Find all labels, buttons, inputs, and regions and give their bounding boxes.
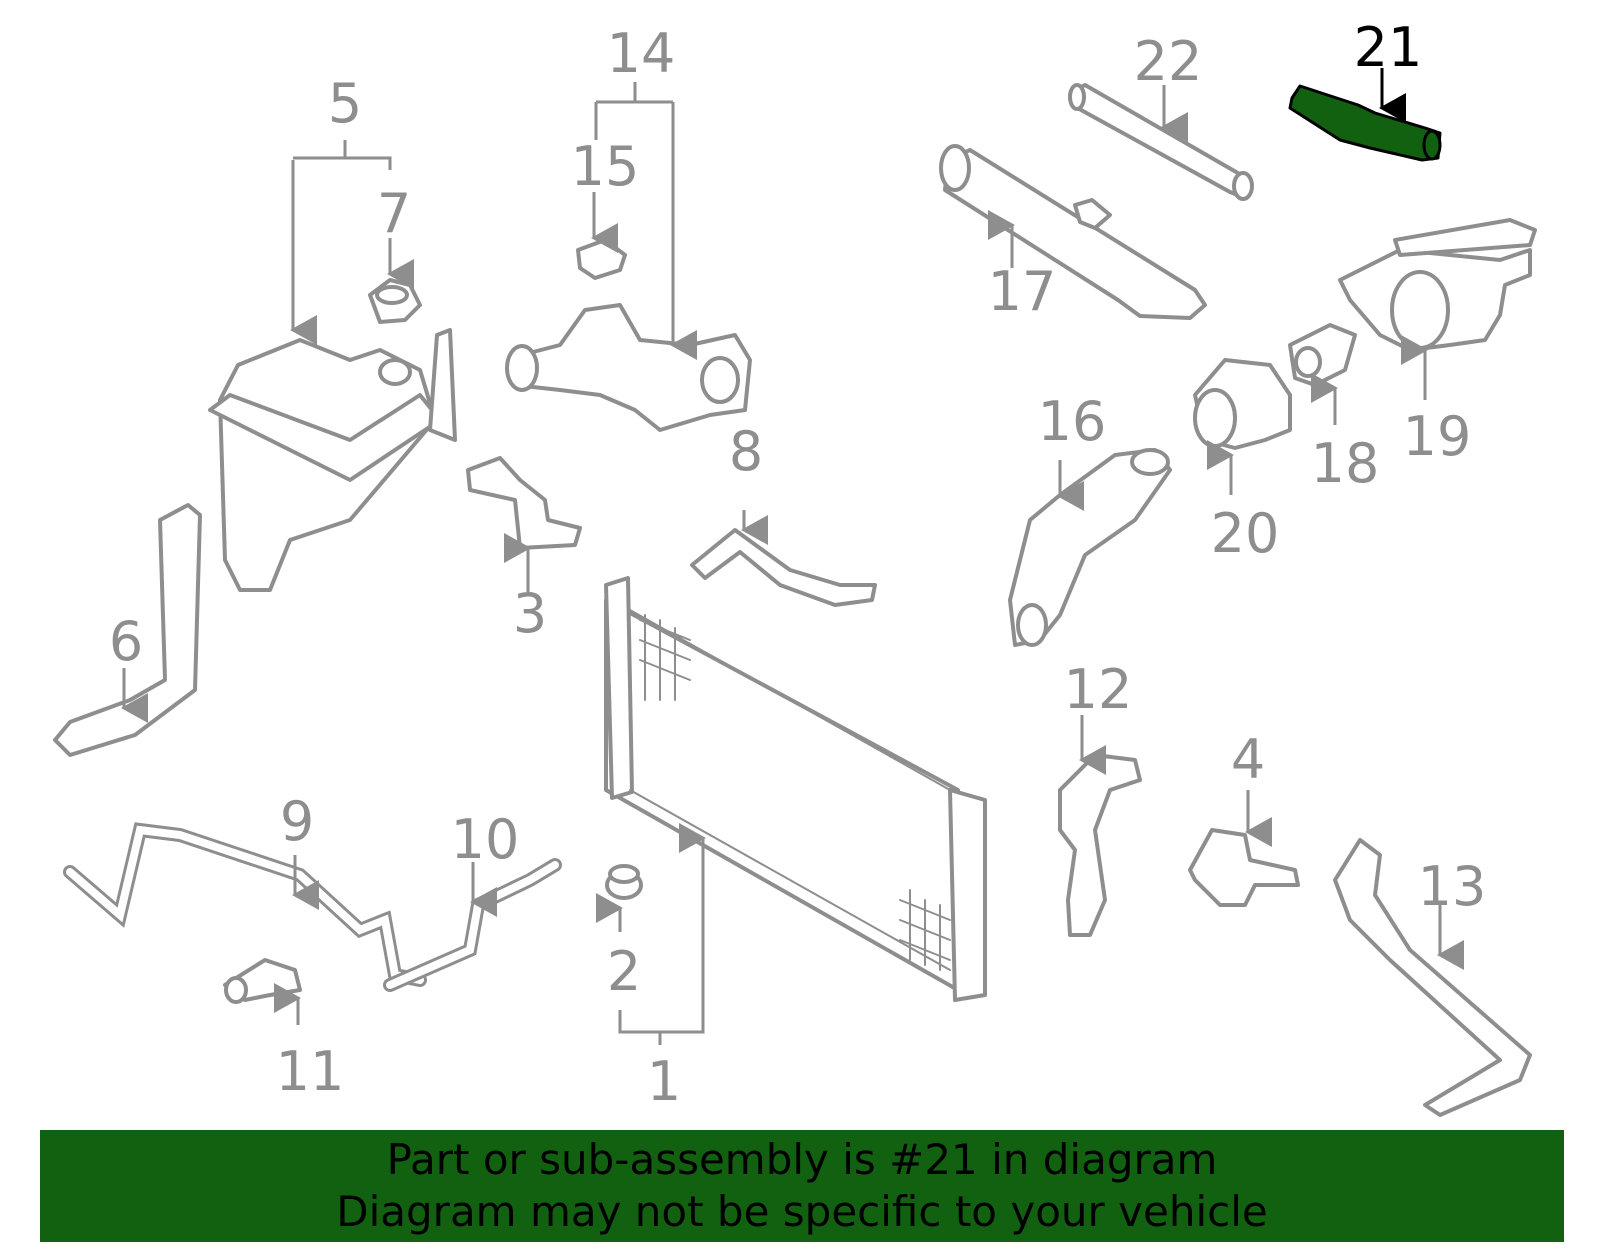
callout-5: 5: [328, 72, 362, 135]
part-17-pipe: [939, 144, 1207, 320]
callout-1: 1: [647, 1050, 681, 1113]
callout-11: 11: [276, 1040, 345, 1103]
part-16-pipe: [1008, 448, 1172, 647]
part-21-hose-highlighted: [1288, 84, 1442, 162]
part-1-radiator: [604, 576, 987, 1002]
callout-18: 18: [1311, 432, 1380, 495]
callout-14: 14: [607, 22, 676, 85]
callout-20: 20: [1211, 502, 1280, 565]
callout-13: 13: [1418, 855, 1487, 918]
callout-2: 2: [607, 940, 641, 1003]
callout-21: 21: [1354, 16, 1423, 79]
banner-line-2: Diagram may not be specific to your vehi…: [336, 1187, 1268, 1236]
part-13-hose: [1333, 838, 1532, 1117]
part-15-cap: [576, 238, 627, 280]
part-19-housing: [1338, 218, 1537, 352]
callout-7: 7: [377, 182, 411, 245]
callout-22: 22: [1134, 30, 1203, 93]
callout-17: 17: [988, 260, 1057, 323]
banner-line-1: Part or sub-assembly is #21 in diagram: [386, 1135, 1218, 1184]
callout-8: 8: [729, 420, 763, 483]
part-4-mount: [1188, 828, 1300, 907]
callout-3: 3: [513, 582, 547, 645]
callout-16: 16: [1038, 390, 1107, 453]
part-20-outlet: [1193, 358, 1292, 450]
part-12-hose: [1058, 753, 1142, 937]
part-2-grommet: [605, 864, 643, 900]
callout-10: 10: [451, 808, 520, 871]
callout-4: 4: [1231, 728, 1265, 791]
part-7-cap: [368, 278, 422, 324]
callout-6: 6: [109, 610, 143, 673]
part-11-fitting: [223, 958, 302, 1004]
part-3-bracket: [466, 456, 582, 550]
callout-12: 12: [1064, 658, 1133, 721]
callout-19: 19: [1403, 405, 1472, 468]
info-banner: Part or sub-assembly is #21 in diagram D…: [40, 1130, 1564, 1242]
part-18-thermostat: [1288, 323, 1357, 387]
part-8-hose: [690, 528, 877, 607]
bracket-1: [618, 1010, 705, 1034]
part-14-housing: [505, 303, 752, 432]
part-9-pipe: [63, 822, 427, 987]
callout-15: 15: [571, 135, 640, 198]
part-5-reservoir: [208, 328, 457, 592]
part-22-pipe: [1068, 83, 1254, 201]
callout-9: 9: [280, 790, 314, 853]
bracket-5: [293, 156, 392, 170]
